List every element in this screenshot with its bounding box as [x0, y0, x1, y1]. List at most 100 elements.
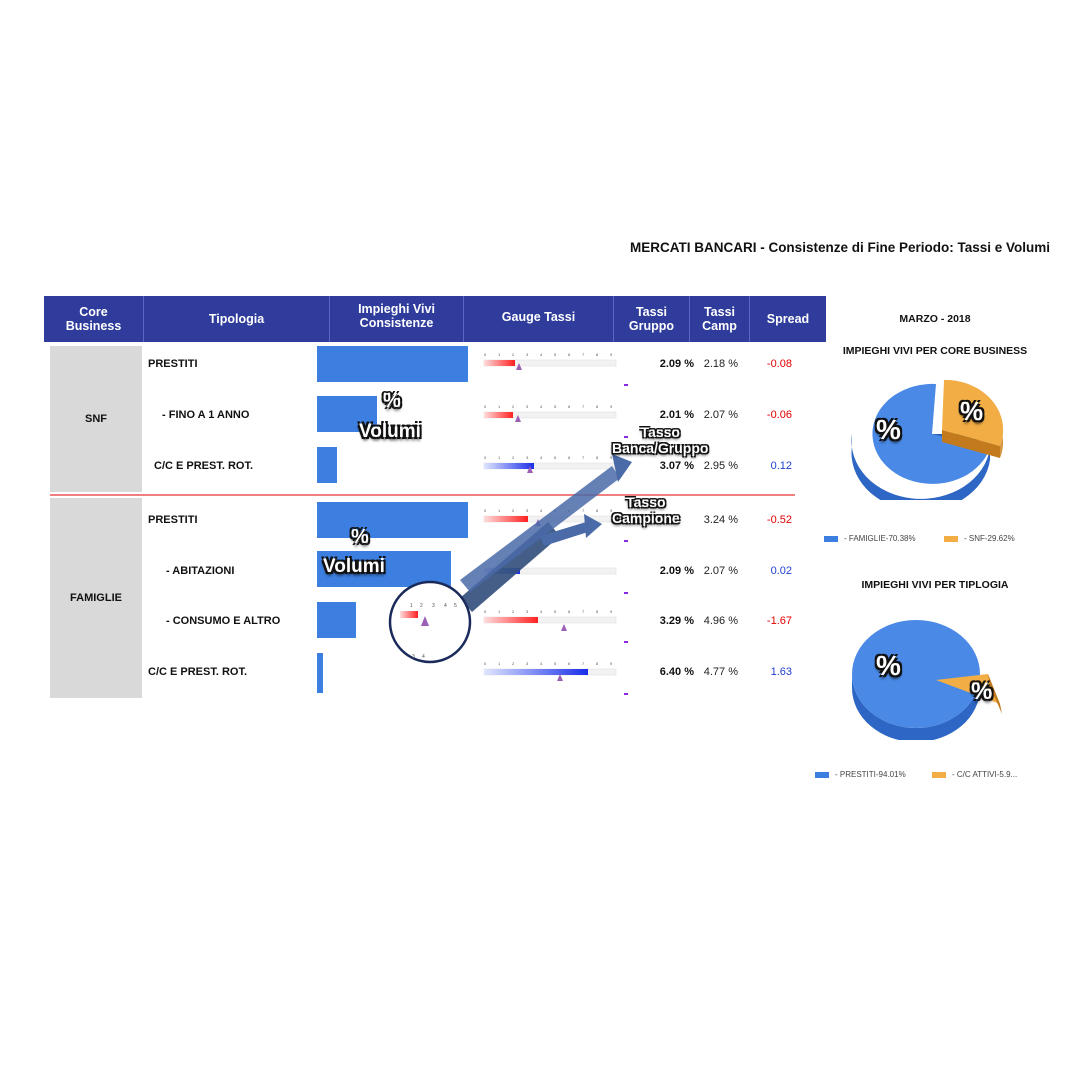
svg-text:5: 5: [554, 609, 557, 614]
zoom-circle: [388, 580, 472, 664]
svg-text:7: 7: [582, 455, 585, 460]
svg-text:7: 7: [582, 404, 585, 409]
pct-annotation: %: [383, 390, 401, 412]
legend-swatch: [932, 771, 946, 778]
svg-text:8: 8: [596, 404, 599, 409]
svg-text:4: 4: [422, 654, 425, 660]
svg-text:7: 7: [582, 661, 585, 666]
pie1-title: IMPIEGHI VIVI PER CORE BUSINESS: [842, 345, 1028, 357]
page-title: MERCATI BANCARI - Consistenze di Fine Pe…: [629, 240, 1050, 255]
tasso-campione-line2: Campione: [612, 510, 680, 526]
spread-value: -0.06: [766, 409, 792, 421]
row-tipologia: C/C E PREST. ROT.: [148, 666, 248, 678]
col-tassi-gruppo-line1: Tassi: [635, 305, 668, 319]
volume-bar: [317, 602, 356, 638]
legend-label: - PRESTITI-94.01%: [835, 770, 906, 779]
spread-value: 0.12: [770, 460, 792, 472]
svg-text:5: 5: [554, 352, 557, 357]
legend-swatch: [824, 535, 838, 542]
svg-text:4: 4: [540, 508, 543, 513]
col-tassi-gruppo-line2: Gruppo: [628, 319, 675, 333]
col-tipologia[interactable]: Tipologia: [144, 296, 330, 342]
row-tipologia: - CONSUMO E ALTRO: [166, 615, 281, 627]
tasso-camp: 3.24 %: [703, 514, 738, 526]
svg-text:8: 8: [596, 352, 599, 357]
col-spread[interactable]: Spread: [750, 296, 826, 342]
pie2-pct-prestiti: %: [876, 650, 901, 681]
legend-label: - C/C ATTIVI-5.9...: [952, 770, 1018, 779]
tasso-camp: 4.96 %: [703, 615, 738, 627]
volume-bar: [317, 346, 468, 382]
col-tassi-camp-line2: Camp: [702, 319, 737, 333]
svg-text:0: 0: [484, 404, 487, 409]
svg-text:7: 7: [582, 508, 585, 513]
col-tassi-camp-line1: Tassi: [703, 305, 736, 319]
svg-text:4: 4: [444, 603, 447, 609]
col-core-business-line1: Core: [79, 305, 108, 319]
tasso-campione-line1: Tasso: [626, 494, 666, 510]
tasso-banca-callout: Tasso Banca/Gruppo: [612, 424, 708, 456]
volume-bar: [317, 396, 377, 432]
svg-text:2: 2: [512, 661, 515, 666]
svg-text:9: 9: [610, 508, 613, 513]
legend-swatch: [815, 771, 829, 778]
svg-text:2: 2: [512, 404, 515, 409]
spread-value: 1.63: [770, 666, 792, 678]
tasso-banca-line2: Banca/Gruppo: [612, 440, 709, 456]
pie1-slice-famiglie: [872, 383, 990, 484]
svg-text:1: 1: [498, 455, 501, 460]
svg-text:7: 7: [582, 352, 585, 357]
svg-text:3: 3: [526, 455, 529, 460]
pie-core-business: [851, 379, 1004, 500]
svg-text:0: 0: [484, 352, 487, 357]
group-famiglie: FAMIGLIE: [50, 498, 142, 698]
spread-value: 0.02: [770, 565, 792, 577]
row-tipologia: PRESTITI: [148, 514, 198, 526]
svg-text:3: 3: [526, 352, 529, 357]
svg-text:2: 2: [512, 352, 515, 357]
col-gauge[interactable]: Gauge Tassi: [464, 296, 614, 342]
svg-text:5: 5: [554, 455, 557, 460]
arrow-banca: [460, 466, 620, 592]
svg-text:6: 6: [568, 609, 571, 614]
svg-text:8: 8: [596, 661, 599, 666]
svg-text:2: 2: [512, 508, 515, 513]
pie2-legend-cc: - C/C ATTIVI-5.9...: [932, 770, 1017, 779]
pie2-pct-cc: %: [971, 678, 993, 705]
svg-text:3: 3: [526, 661, 529, 666]
svg-text:1: 1: [498, 404, 501, 409]
svg-text:4: 4: [540, 404, 543, 409]
group-snf: SNF: [50, 346, 142, 492]
pie2-slice-cc: [936, 674, 1000, 704]
col-impieghi-line1: Impieghi Vivi: [358, 302, 435, 316]
svg-text:4: 4: [540, 609, 543, 614]
svg-text:9: 9: [610, 661, 613, 666]
svg-text:0: 0: [484, 661, 487, 666]
arrow-head-banca: [612, 454, 632, 482]
svg-text:1: 1: [410, 603, 413, 609]
svg-text:9: 9: [610, 352, 613, 357]
svg-text:2: 2: [512, 455, 515, 460]
pie2-slice-prestiti: [852, 620, 980, 728]
svg-text:3: 3: [412, 654, 415, 660]
svg-text:6: 6: [568, 455, 571, 460]
svg-text:4: 4: [540, 661, 543, 666]
volume-bar: [317, 447, 337, 483]
tasso-banca-line1: Tasso: [640, 424, 680, 440]
svg-text:3: 3: [432, 603, 435, 609]
pie1-slice-snf: [942, 379, 1004, 446]
svg-text:0: 0: [484, 508, 487, 513]
row-tipologia: - FINO A 1 ANNO: [162, 409, 250, 421]
tasso-gruppo: 2.01 %: [659, 409, 694, 421]
pie2-legend-prestiti: - PRESTITI-94.01%: [815, 770, 906, 779]
tasso-gruppo: 2.09 %: [659, 565, 694, 577]
spread-value: -0.52: [766, 514, 792, 526]
